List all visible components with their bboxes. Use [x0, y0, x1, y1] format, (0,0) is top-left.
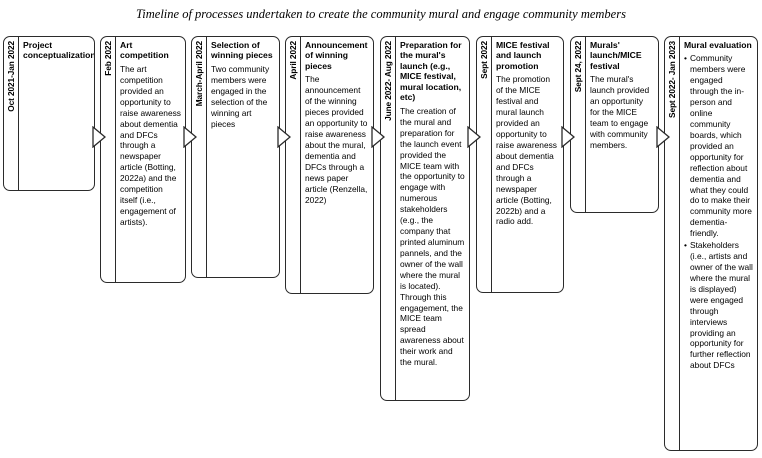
stage-title: Selection of winning pieces: [211, 40, 273, 61]
arrow-right-icon: [277, 126, 291, 148]
arrow-right-icon: [561, 126, 575, 148]
stage-date-label: Sept 2022: [477, 37, 492, 292]
stage-date-label: Oct 2021-Jan 2022: [4, 37, 19, 190]
stage-date-label: Feb 2022: [101, 37, 116, 282]
arrow-right-icon: [467, 126, 481, 148]
stage-date-label: Sept 2022- Jan 2023: [665, 37, 680, 450]
stage-body: Mural evaluation Community members were …: [680, 37, 757, 450]
stage-title: Announcement of winning pieces: [305, 40, 368, 71]
stage-project-conceptualization[interactable]: Oct 2021-Jan 2022 Project conceptualizat…: [3, 36, 95, 191]
stage-art-competition[interactable]: Feb 2022 Art competition The art competi…: [100, 36, 186, 283]
stage-description: The mural's launch provided an opportuni…: [590, 74, 650, 150]
stage-title: Mural evaluation: [684, 40, 752, 50]
arrow-right-icon: [183, 126, 197, 148]
stage-date-label: March-April 2022: [192, 37, 207, 277]
list-item: Stakeholders (i.e., artists and owner of…: [684, 240, 753, 371]
stage-bullet-list: Community members were engaged through t…: [684, 53, 753, 371]
stage-title: Project conceptualization: [23, 40, 95, 61]
stage-date-label: Sept 24, 2022: [571, 37, 586, 212]
arrow-right-icon: [92, 126, 106, 148]
stage-body: Project conceptualization: [19, 37, 94, 190]
stage-mural-evaluation[interactable]: Sept 2022- Jan 2023 Mural evaluation Com…: [664, 36, 758, 451]
stage-selection-of-winning-pieces[interactable]: March-April 2022 Selection of winning pi…: [191, 36, 280, 278]
stage-description: The creation of the mural and preparatio…: [400, 105, 465, 368]
stage-announcement-of-winning-pieces[interactable]: April 2022 Announcement of winning piece…: [285, 36, 374, 294]
stage-title: Art competition: [120, 40, 169, 61]
stage-body: Selection of winning pieces Two communit…: [207, 37, 279, 277]
figure-caption: Timeline of processes undertaken to crea…: [136, 7, 626, 21]
stage-body: Murals' launch/MICE festival The mural's…: [586, 37, 658, 212]
stage-title: MICE festival and launch promotion: [496, 40, 550, 71]
list-item: Community members were engaged through t…: [684, 53, 753, 239]
arrow-right-icon: [656, 126, 670, 148]
arrow-right-icon: [371, 126, 385, 148]
stage-date-label: April 2022: [286, 37, 301, 293]
stage-title: Murals' launch/MICE festival: [590, 40, 642, 71]
stage-description: The promotion of the MICE festival and m…: [496, 74, 557, 227]
stage-murals-launch-mice-festival[interactable]: Sept 24, 2022 Murals' launch/MICE festiv…: [570, 36, 659, 213]
stage-description: The announcement of the winning pieces p…: [305, 74, 368, 205]
stage-description: Two community members were engaged in th…: [211, 63, 270, 129]
stage-preparation-for-mural-launch[interactable]: June 2022- Aug 2022 Preparation for the …: [380, 36, 470, 401]
stage-mice-festival-and-launch-promotion[interactable]: Sept 2022 MICE festival and launch promo…: [476, 36, 564, 293]
timeline-diagram: Oct 2021-Jan 2022 Project conceptualizat…: [0, 30, 762, 458]
stage-date-label: June 2022- Aug 2022: [381, 37, 396, 400]
stage-title: Preparation for the mural's launch (e.g.…: [400, 40, 462, 103]
stage-body: Art competition The art competition prov…: [116, 37, 185, 282]
stage-body: Preparation for the mural's launch (e.g.…: [396, 37, 469, 400]
stage-body: Announcement of winning pieces The annou…: [301, 37, 373, 293]
stage-body: MICE festival and launch promotion The p…: [492, 37, 563, 292]
stage-description: The art competition provided an opportun…: [120, 63, 181, 227]
